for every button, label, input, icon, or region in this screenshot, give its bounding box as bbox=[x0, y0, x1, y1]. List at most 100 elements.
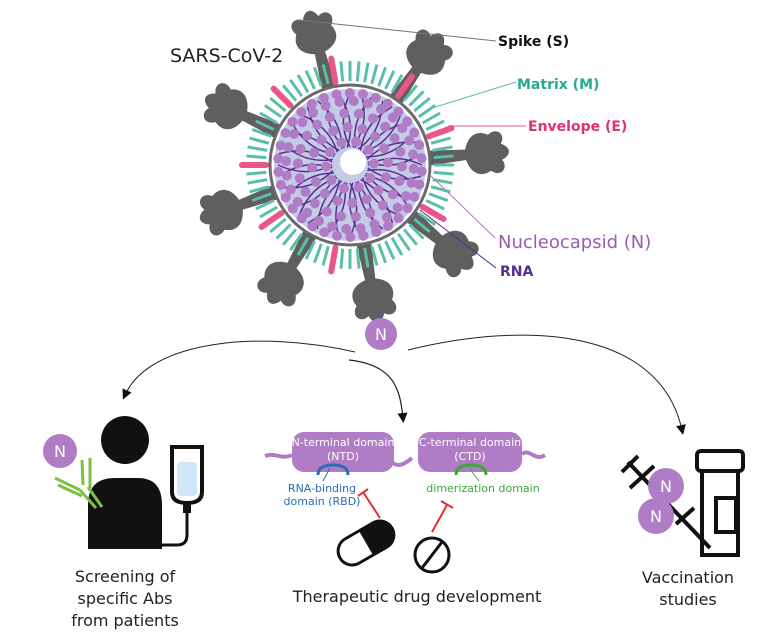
matrix-protein bbox=[249, 136, 270, 145]
matrix-label: Matrix (M) bbox=[517, 77, 599, 93]
n-antigen-upper-text: N bbox=[660, 477, 672, 496]
vial-icon bbox=[695, 449, 745, 557]
matrix-protein bbox=[259, 205, 279, 219]
nucleocapsid-bead bbox=[296, 106, 307, 117]
matrix-protein bbox=[263, 104, 283, 119]
envelope-label: Envelope (E) bbox=[528, 119, 627, 135]
spike-head bbox=[352, 278, 397, 323]
nucleocapsid-bead bbox=[381, 212, 392, 223]
dimer-label: dimerization domain bbox=[426, 482, 539, 495]
virus-title: SARS-CoV-2 bbox=[170, 45, 283, 67]
nucleocapsid-bead bbox=[295, 143, 306, 154]
rbd-marker bbox=[316, 463, 350, 476]
nucleocapsid-bead bbox=[326, 175, 337, 186]
nucleocapsid-bead bbox=[358, 230, 369, 241]
nucleocapsid-bead bbox=[273, 166, 284, 177]
matrix-protein bbox=[390, 74, 404, 94]
matrix-protein bbox=[313, 66, 323, 87]
vaccination-label-line2: studies bbox=[659, 590, 717, 609]
nucleocapsid-label: Nucleocapsid (N) bbox=[498, 232, 651, 253]
nucleocapsid-bead bbox=[380, 172, 391, 183]
nucleocapsid-bead bbox=[287, 116, 298, 127]
nucleocapsid-bead bbox=[336, 137, 347, 148]
nucleocapsid-bead bbox=[321, 161, 332, 172]
tablet-pill-icon bbox=[413, 536, 451, 574]
nucleocapsid-bead bbox=[275, 179, 286, 190]
nucleocapsid-bead bbox=[285, 184, 296, 195]
nucleocapsid-bead bbox=[342, 122, 353, 133]
matrix-protein bbox=[296, 236, 310, 256]
nucleocapsid-bead bbox=[365, 207, 376, 218]
matrix-protein bbox=[408, 90, 425, 107]
nucleocapsid-bead bbox=[393, 106, 404, 117]
nucleocapsid-bead bbox=[380, 121, 391, 132]
ctd-label-line2: (CTD) bbox=[454, 450, 485, 463]
nucleocapsid-bead bbox=[361, 194, 372, 205]
n-antigen-text: N bbox=[54, 442, 66, 461]
nucleocapsid-bead bbox=[289, 128, 300, 139]
nucleocapsid-bead bbox=[297, 117, 308, 128]
nucleocapsid-bead bbox=[362, 98, 373, 109]
ntd-domain bbox=[292, 432, 394, 472]
rna-leader bbox=[419, 209, 497, 269]
vaccination-panel: N N Vaccination studies bbox=[620, 449, 745, 609]
spike-head bbox=[203, 83, 248, 130]
therapeutic-label: Therapeutic drug development bbox=[292, 587, 542, 606]
nucleocapsid-bead bbox=[275, 140, 286, 151]
spike-head bbox=[257, 261, 304, 307]
nucleocapsid-bead bbox=[353, 108, 364, 119]
matrix-protein bbox=[363, 62, 370, 83]
spike-head bbox=[291, 10, 337, 55]
nucleocapsid-bead bbox=[324, 112, 335, 123]
nucleocapsid-bead bbox=[368, 158, 379, 169]
arrow-to-screening bbox=[122, 340, 356, 400]
matrix-protein bbox=[413, 97, 431, 113]
matrix-protein bbox=[296, 74, 310, 94]
nucleocapsid-bead bbox=[312, 119, 323, 130]
nucleocapsid-bead bbox=[382, 98, 393, 109]
nucleocapsid-bead bbox=[287, 203, 298, 214]
nucleocapsid-bead bbox=[320, 100, 331, 111]
nucleocapsid-bead bbox=[307, 221, 318, 232]
matrix-protein bbox=[304, 240, 316, 260]
nucleocapsid-bead bbox=[345, 231, 356, 242]
nucleocapsid-bead bbox=[308, 107, 319, 118]
ctd-label-line1: C-terminal domain bbox=[419, 436, 521, 449]
nucleocapsid-bead bbox=[281, 156, 292, 167]
nucleocapsid-bead bbox=[357, 89, 368, 100]
spike-head bbox=[406, 29, 453, 75]
matrix-protein bbox=[275, 223, 292, 240]
nucleocapsid-bead bbox=[416, 166, 427, 177]
nucleocapsid-bead bbox=[341, 223, 352, 234]
matrix-protein bbox=[289, 232, 304, 252]
nucleocapsid-bead bbox=[306, 98, 317, 109]
arrow-to-therapeutic bbox=[348, 359, 408, 423]
nucleocapsid-bead bbox=[316, 134, 327, 145]
nucleocapsid-bead bbox=[283, 142, 294, 153]
n-antigen-icon-lower: N bbox=[638, 498, 674, 534]
spike-label: Spike (S) bbox=[498, 34, 569, 50]
spike-head bbox=[464, 131, 509, 174]
matrix-protein bbox=[430, 185, 451, 194]
matrix-protein bbox=[269, 97, 287, 113]
nucleocapsid-bead bbox=[350, 211, 361, 222]
spike-leader bbox=[297, 19, 497, 42]
nucleocapsid-bead bbox=[400, 191, 411, 202]
matrix-protein bbox=[402, 228, 418, 246]
nucleocapsid-bead bbox=[319, 227, 330, 238]
nucleocapsid-bead bbox=[395, 146, 406, 157]
nucleocapsid-bead bbox=[334, 96, 345, 107]
nucleocapsid-bead bbox=[396, 161, 407, 172]
matrix-protein bbox=[355, 248, 361, 269]
nucleocapsid-bead bbox=[402, 203, 413, 214]
matrix-protein bbox=[282, 84, 298, 102]
envelope-protein bbox=[328, 55, 339, 86]
nucleocapsid-bead bbox=[309, 198, 320, 209]
matrix-protein bbox=[433, 170, 454, 176]
nucleocapsid-bead bbox=[338, 183, 349, 194]
envelope-proteins bbox=[239, 55, 455, 275]
nucleocapsid-bead bbox=[377, 200, 388, 211]
nucleocapsid-bead bbox=[404, 135, 415, 146]
nucleocapsid-bead bbox=[331, 89, 342, 100]
